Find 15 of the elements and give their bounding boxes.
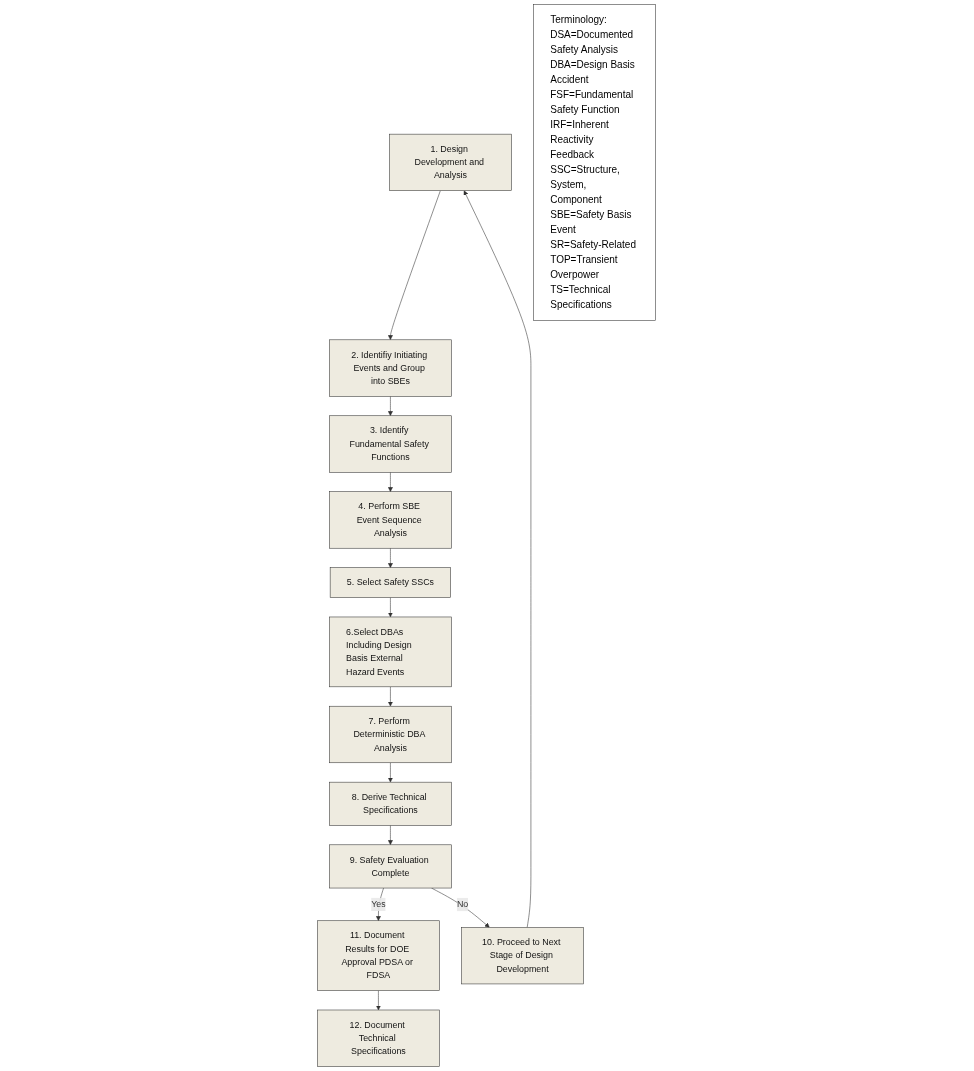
node-box: Terminology: DSA=Documented Safety Analysis DBA=Design Basis Accident FSF=Fundamental Safety Function IRF=Inherent Reactivity Feedback SSC=Structure, System, Component SBE=Safety Basis Event SR=Safety-Related TOP=Transient Overpower TS=Technical Specifications xyxy=(533,4,657,321)
node-box: 1. Design Development and Analysis xyxy=(389,133,513,191)
node-box: 7. Perform Deterministic DBA Analysis xyxy=(329,705,453,764)
node-box: 8. Derive Technical Specifications xyxy=(329,781,453,826)
node-box: 6.Select DBAs Including Design Basis External Hazard Events xyxy=(329,616,453,688)
node-box: 9. Safety Evaluation Complete xyxy=(329,844,453,889)
node-box: 12. Document Technical Specifications xyxy=(317,1009,441,1067)
node-box: 4. Perform SBE Event Sequence Analysis xyxy=(329,491,453,549)
node-box: 11. Document Results for DOE Approval PDSA or FDSA xyxy=(317,920,441,991)
node-box: 3. Identify Fundamental Safety Functions xyxy=(329,415,453,473)
node-box: 10. Proceed to Next Stage of Design Development xyxy=(461,927,585,985)
node-box: 2. Identifiy Initiating Events and Group into SBEs xyxy=(329,339,453,397)
edge-label: No xyxy=(457,899,469,909)
edge-label: Yes xyxy=(371,899,387,909)
node-box: 5. Select Safety SSCs xyxy=(330,567,452,598)
